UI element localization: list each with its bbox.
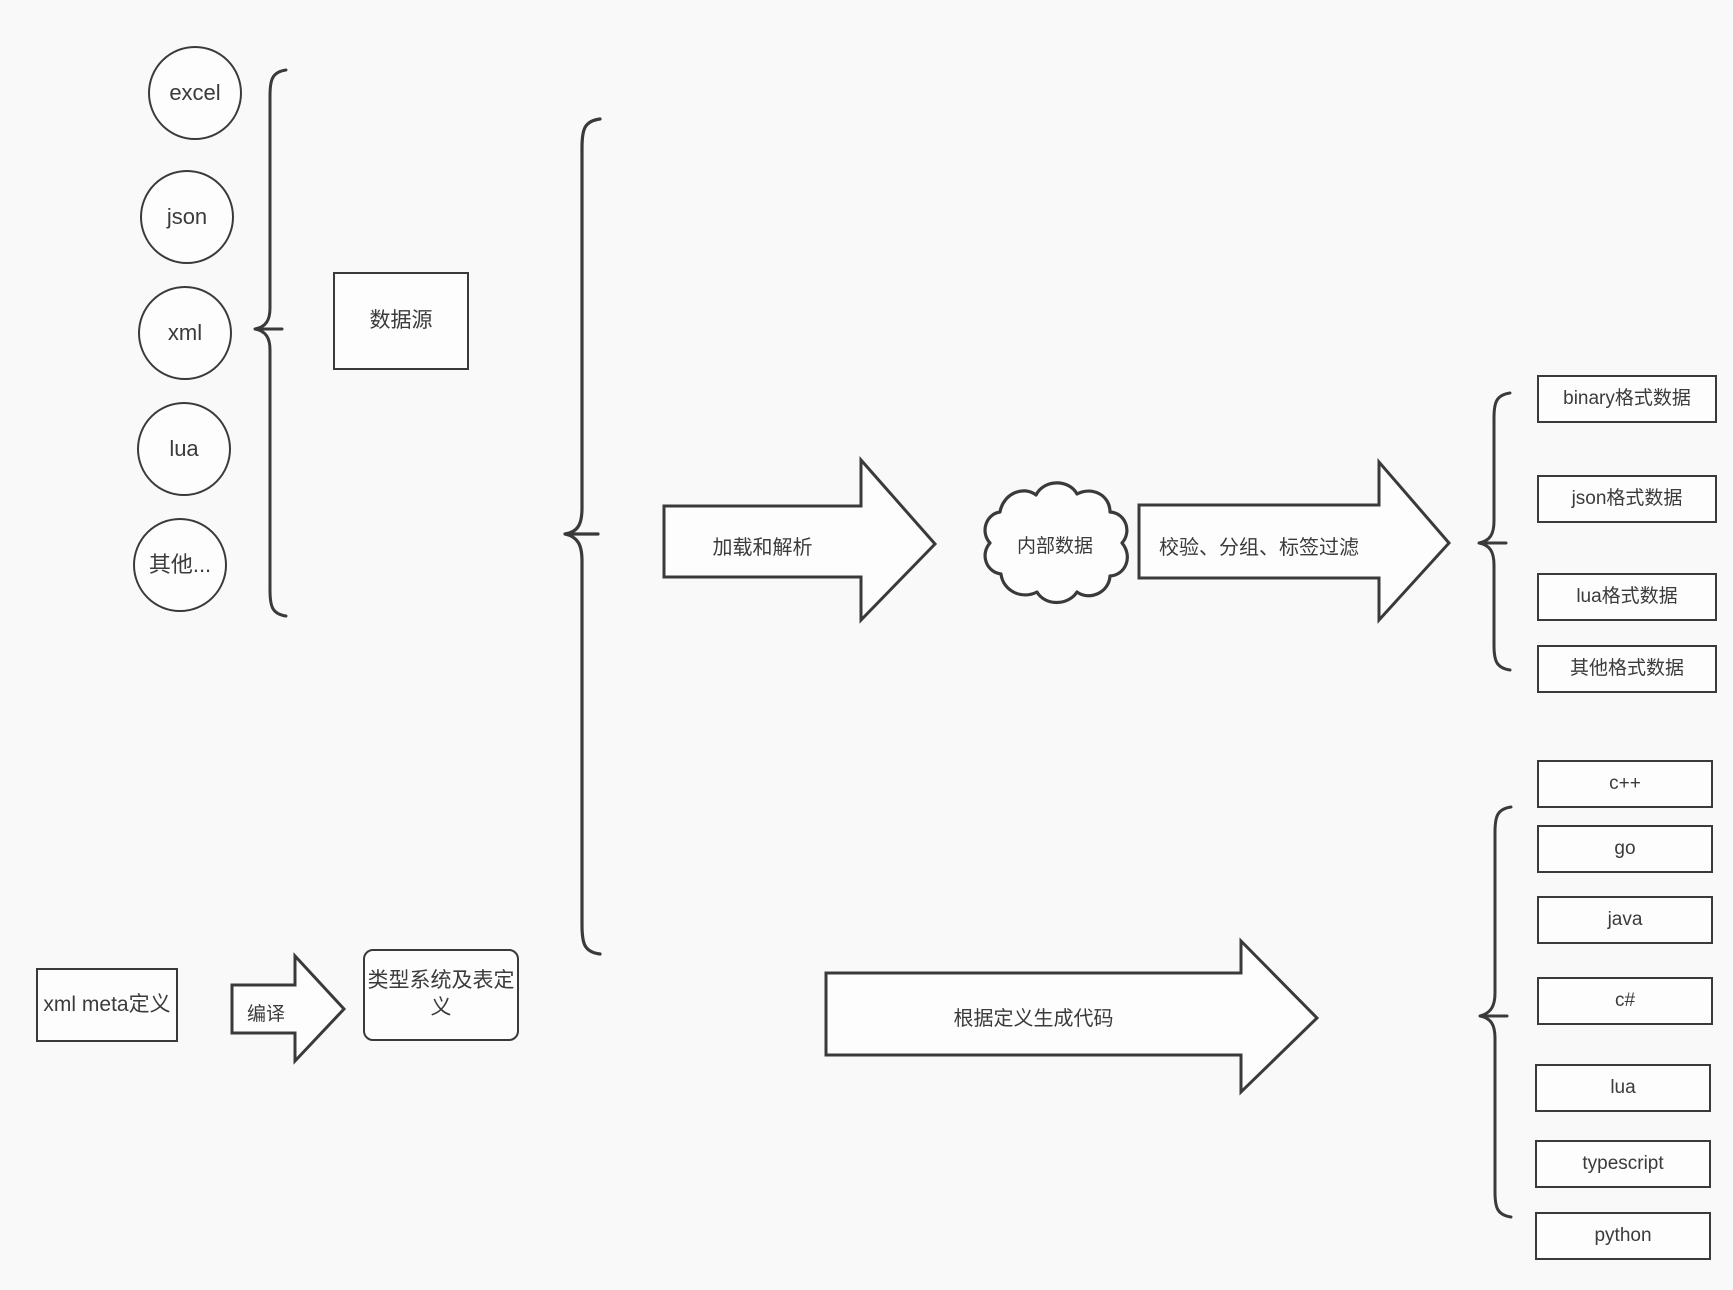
type-system-definition-label: 类型系统及表定义 (367, 969, 515, 1019)
output-language-csharp-label: c# (1614, 989, 1636, 1011)
arrow-compile-label: 编译 (246, 1004, 285, 1025)
output-language-lua-label: lua (1610, 1076, 1636, 1098)
xml-meta-definition-label: xml meta定义 (43, 992, 171, 1016)
brace-output-languages (1479, 805, 1513, 1219)
output-language-csharp[interactable]: c# (1537, 977, 1713, 1025)
data-source-group-label: 数据源 (369, 308, 433, 332)
brace-data-sources (254, 68, 288, 618)
output-language-cpp-label: c++ (1609, 772, 1641, 794)
output-language-typescript[interactable]: typescript (1535, 1140, 1711, 1188)
output-language-java-label: java (1607, 908, 1643, 930)
xml-meta-definition-box[interactable]: xml meta定义 (36, 968, 178, 1042)
output-language-java[interactable]: java (1537, 896, 1713, 944)
data-source-excel-label: excel (169, 79, 221, 105)
data-source-xml[interactable]: xml (138, 286, 232, 380)
output-language-go-label: go (1614, 837, 1636, 859)
brace-output-formats (1478, 391, 1512, 672)
output-format-json-label: json格式数据 (1571, 487, 1683, 509)
cloud-internal-data-label: 内部数据 (1016, 536, 1093, 557)
output-language-typescript-label: typescript (1582, 1152, 1664, 1174)
output-format-other[interactable]: 其他格式数据 (1537, 645, 1717, 693)
data-source-group-box[interactable]: 数据源 (333, 272, 469, 370)
output-language-python-label: python (1594, 1224, 1652, 1246)
data-source-excel[interactable]: excel (148, 46, 242, 140)
data-source-lua[interactable]: lua (137, 402, 231, 496)
data-source-json[interactable]: json (140, 170, 234, 264)
output-format-other-label: 其他格式数据 (1569, 657, 1684, 679)
output-format-lua-label: lua格式数据 (1576, 585, 1678, 607)
data-source-other-label: 其他... (148, 551, 212, 577)
output-format-binary[interactable]: binary格式数据 (1537, 375, 1717, 423)
output-language-python[interactable]: python (1535, 1212, 1711, 1260)
data-source-xml-label: xml (167, 319, 203, 345)
output-format-json[interactable]: json格式数据 (1537, 475, 1717, 523)
arrow-generate-code-label: 根据定义生成代码 (953, 1008, 1114, 1030)
data-source-other[interactable]: 其他... (133, 518, 227, 612)
output-language-lua[interactable]: lua (1535, 1064, 1711, 1112)
data-source-json-label: json (166, 203, 208, 229)
arrow-validate-group-filter-label: 校验、分组、标签过滤 (1159, 537, 1359, 559)
brace-inputs-combined (564, 117, 602, 956)
output-language-go[interactable]: go (1537, 825, 1713, 873)
output-language-cpp[interactable]: c++ (1537, 760, 1713, 808)
type-system-definition-box[interactable]: 类型系统及表定义 (363, 949, 519, 1041)
output-format-lua[interactable]: lua格式数据 (1537, 573, 1717, 621)
output-format-binary-label: binary格式数据 (1563, 387, 1691, 409)
data-source-lua-label: lua (169, 435, 199, 461)
arrow-load-parse-label: 加载和解析 (712, 537, 813, 559)
